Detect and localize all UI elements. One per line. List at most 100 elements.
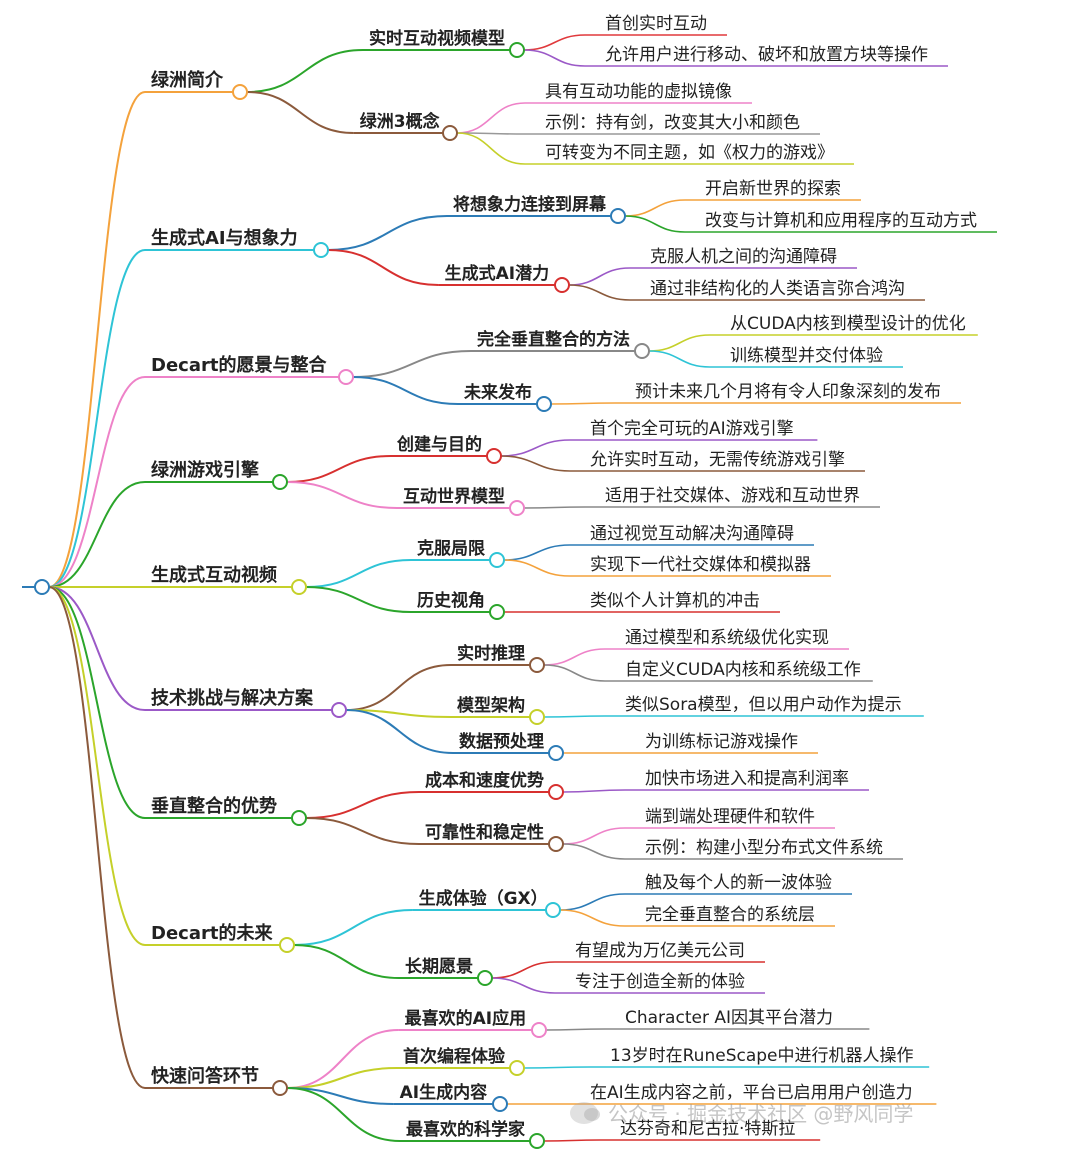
branch-label: 技术挑战与解决方案: [151, 687, 314, 709]
child-label: 最喜欢的AI应用: [405, 1008, 526, 1029]
branch-label: Decart的未来: [151, 922, 273, 944]
leaf-label: 从CUDA内核到模型设计的优化: [730, 314, 966, 334]
child-connector: [352, 376, 459, 405]
leaf-connector: [568, 284, 631, 301]
leaf-label: 首创实时互动: [605, 14, 707, 34]
child-node: [545, 902, 561, 918]
branch-node: [291, 579, 307, 595]
child-label: 创建与目的: [396, 434, 482, 455]
child-node: [492, 1096, 508, 1112]
leaf-label: 实现下一代社交媒体和模拟器: [590, 555, 811, 575]
child-connector: [293, 944, 400, 979]
child-label: 绿洲3概念: [360, 111, 440, 132]
child-connector: [305, 791, 420, 819]
child-node: [529, 1133, 545, 1149]
branch-label: 绿洲游戏引擎: [151, 459, 259, 481]
child-connector: [286, 1029, 399, 1089]
leaf-label: 具有互动功能的虚拟镜像: [545, 82, 732, 102]
leaf-connector: [562, 827, 626, 845]
leaf-connector: [648, 350, 711, 368]
leaf-label: 为训练标记游戏操作: [645, 732, 798, 752]
child-node: [489, 552, 505, 568]
branch-node: [272, 1080, 288, 1096]
child-node: [477, 970, 493, 986]
child-label: 实时互动视频模型: [369, 28, 505, 49]
child-label: 成本和速度优势: [425, 770, 544, 791]
child-connector: [305, 817, 420, 845]
branch-connector: [48, 586, 146, 1089]
leaf-connector: [568, 267, 631, 286]
child-label: 生成式AI潜力: [445, 263, 549, 284]
leaf-connector: [543, 664, 606, 682]
child-connector: [352, 350, 472, 378]
leaf-connector: [523, 49, 586, 67]
leaf-connector: [543, 1139, 601, 1142]
child-label: 数据预处理: [459, 731, 544, 752]
branch-label: 绿洲简介: [151, 69, 224, 91]
branch-connector: [48, 91, 146, 588]
leaf-connector: [523, 1066, 591, 1069]
leaf-label: 适用于社交媒体、游戏和互动世界: [605, 486, 860, 506]
leaf-connector: [559, 893, 626, 911]
branch-connector: [48, 586, 146, 946]
leaf-label: 有望成为万亿美元公司: [575, 941, 745, 961]
child-connector: [345, 709, 454, 754]
child-label: 模型架构: [457, 695, 525, 716]
child-label: AI生成内容: [400, 1082, 487, 1103]
leaf-label: 端到端处理硬件和软件: [645, 807, 815, 827]
leaf-label: 克服人机之间的沟通障碍: [650, 247, 837, 267]
leaf-connector: [491, 961, 556, 979]
root-node: [34, 579, 50, 595]
branch-node: [331, 702, 347, 718]
child-node: [529, 709, 545, 725]
leaf-label: 完全垂直整合的系统层: [645, 905, 815, 925]
leaf-connector: [523, 506, 586, 509]
leaf-connector: [503, 544, 571, 561]
child-label: 首次编程体验: [403, 1046, 506, 1067]
child-connector: [327, 215, 448, 251]
leaf-connector: [456, 102, 526, 134]
branch-node: [232, 84, 248, 100]
leaf-label: 开启新世界的探索: [705, 179, 841, 199]
child-node: [548, 745, 564, 761]
leaf-label: 示例：持有剑，改变其大小和颜色: [545, 113, 800, 133]
child-node: [509, 42, 525, 58]
child-node: [634, 343, 650, 359]
leaf-label: 可转变为不同主题，如《权力的游戏》: [545, 143, 834, 163]
child-connector: [246, 49, 364, 93]
child-connector: [305, 559, 412, 588]
child-label: 完全垂直整合的方法: [477, 329, 630, 350]
leaf-label: 通过模型和系统级优化实现: [625, 628, 829, 648]
branch-node: [272, 474, 288, 490]
leaf-connector: [456, 132, 526, 165]
branch-node: [313, 242, 329, 258]
child-node: [442, 125, 458, 141]
leaf-label: 允许用户进行移动、破坏和放置方块等操作: [605, 45, 928, 65]
leaf-label: 自定义CUDA内核和系统级工作: [625, 660, 861, 680]
child-label: 长期愿景: [405, 956, 473, 977]
leaf-connector: [550, 402, 616, 405]
branch-connector: [48, 586, 146, 819]
child-connector: [345, 664, 452, 711]
child-label: 最喜欢的科学家: [406, 1119, 525, 1140]
leaf-label: 类似Sora模型，但以用户动作为提示: [625, 695, 902, 715]
child-node: [489, 604, 505, 620]
leaf-label: 允许实时互动，无需传统游戏引擎: [590, 450, 845, 470]
leaf-label: 训练模型并交付体验: [730, 346, 883, 366]
child-connector: [286, 1067, 398, 1089]
child-node: [536, 396, 552, 412]
branch-label: 生成式互动视频: [151, 564, 277, 586]
leaf-label: 通过非结构化的人类语言弥合鸿沟: [650, 279, 905, 299]
child-label: 历史视角: [417, 590, 485, 611]
leaf-connector: [523, 34, 586, 51]
watermark-text: 公众号 · 掘金技术社区 @野风同学: [608, 1102, 914, 1126]
child-connector: [327, 249, 439, 286]
child-connector: [345, 709, 452, 718]
child-node: [486, 448, 502, 464]
leaf-label: 类似个人计算机的冲击: [590, 591, 760, 611]
branch-connector: [48, 481, 146, 588]
branch-connector: [48, 376, 146, 588]
leaf-connector: [491, 977, 556, 994]
wechat-icon: [570, 1102, 600, 1124]
